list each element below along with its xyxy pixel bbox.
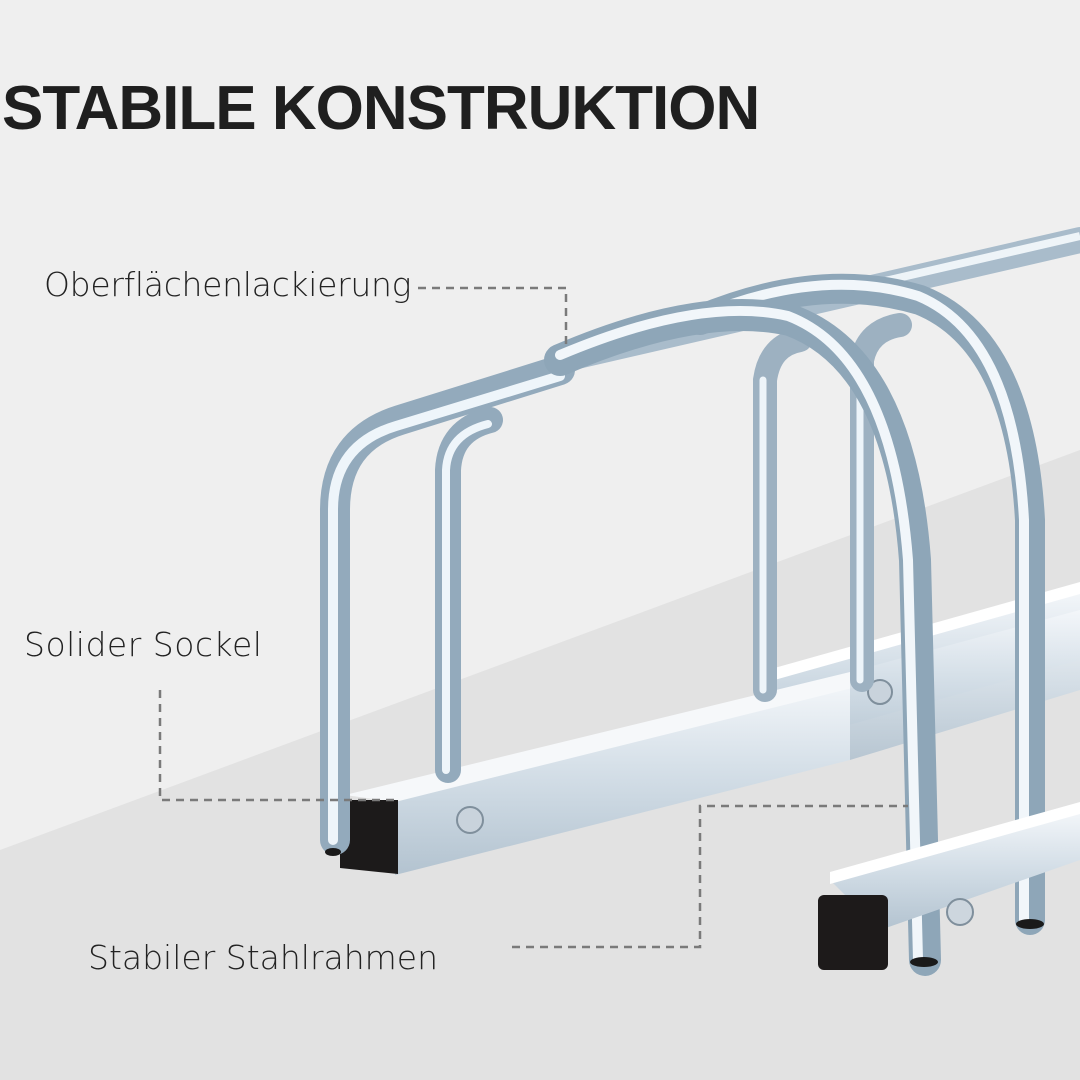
- callout-line-base: [158, 690, 400, 802]
- base-end-cap: [340, 800, 398, 874]
- lower-right-base: [325, 802, 1080, 970]
- rear-uprights: [753, 313, 912, 702]
- callout-line-surface: [418, 286, 568, 350]
- callout-line-frame: [512, 804, 908, 949]
- callout-lines: [158, 286, 908, 949]
- bolt: [867, 679, 893, 705]
- end-cap: [818, 895, 888, 970]
- bolt: [456, 806, 484, 834]
- callout-label-solid-base: Solider Sockel: [24, 625, 263, 664]
- callout-label-steel-frame: Stabiler Stahlrahmen: [88, 938, 439, 977]
- front-hoop: [320, 355, 575, 855]
- arched-hoops: [544, 273, 1045, 976]
- callout-label-surface-coating: Oberflächenlackierung: [44, 265, 412, 304]
- page-title: STABILE KONSTRUKTION: [2, 74, 760, 143]
